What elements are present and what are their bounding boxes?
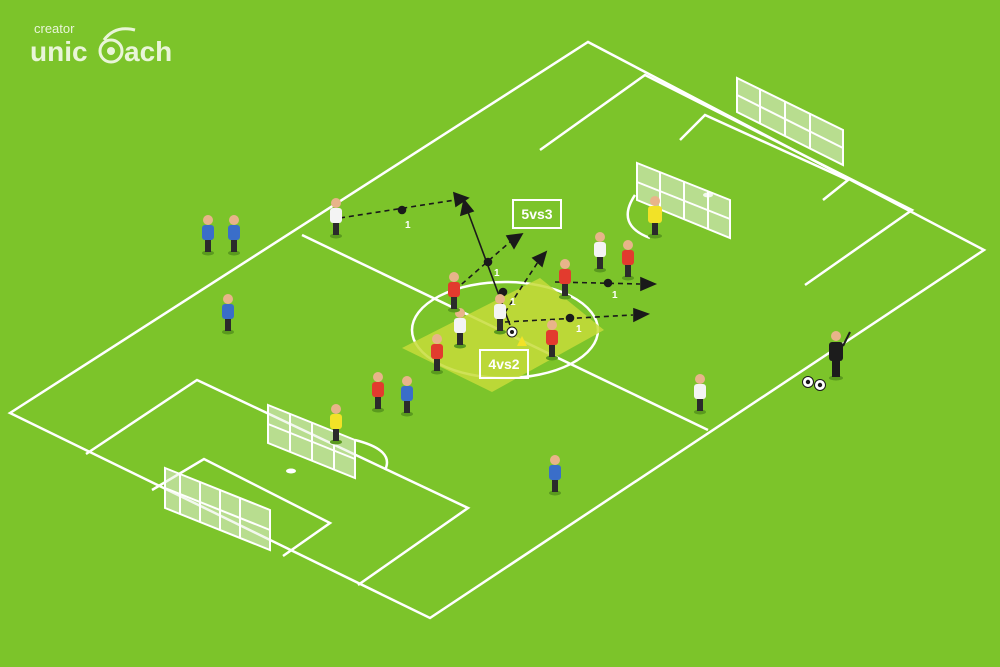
brand-logo: creator unic ach [30,21,172,67]
penalty-arc-far [626,194,651,240]
player-red [546,320,558,361]
goal-far-large [736,76,844,167]
player-blue [202,215,214,256]
player-blue [222,294,234,335]
goal-area-far [679,113,851,201]
pass-point [483,257,493,267]
pass-point [603,278,613,288]
player-red [431,334,443,375]
svg-text:5vs3: 5vs3 [521,206,552,222]
player-red [372,372,384,413]
pass-arrow-mid [454,241,511,291]
referee [829,331,851,381]
player-white [494,294,506,335]
svg-text:ach: ach [124,36,172,67]
ball [802,376,814,388]
svg-text:unic: unic [30,36,88,67]
svg-text:4vs2: 4vs2 [488,356,519,372]
ball [814,379,826,391]
ball [506,326,518,338]
goals [164,76,844,552]
arrow-head [633,307,651,323]
player-white [594,232,606,273]
label-5vs3: 5vs3 [512,199,562,229]
arrow-head [640,276,658,292]
goalkeeper-far [648,196,662,239]
pass-arrow-center [499,261,539,321]
balls [506,326,826,391]
label-4vs2: 4vs2 [479,349,529,379]
penalty-area-far [539,73,915,287]
inner-zone [402,278,604,392]
svg-text:creator: creator [34,21,75,36]
football-icon [98,27,136,64]
pass-number: 1 [612,290,618,301]
player-red [448,272,460,313]
pass-point [565,313,575,323]
pass-point [397,205,407,215]
goal-far-small [636,161,731,240]
penalty-spot-near [286,468,296,474]
player-blue [228,215,240,256]
player-blue [549,455,561,496]
arrow-head [459,198,475,217]
arrow-head [531,250,548,268]
player-red [622,240,634,281]
pass-number: 1 [494,268,500,279]
pass-number: 1 [510,297,516,308]
player-white [694,374,706,415]
arrow-head [453,191,470,208]
goal-near-large [164,466,271,552]
players [202,196,851,496]
arrow-head [505,232,524,250]
pass-number: 1 [405,220,411,231]
player-red [559,259,571,300]
penalty-arc-near [354,438,389,471]
goalkeeper-near [330,404,342,445]
cone-marker [517,336,527,346]
pass-number: 1 [576,324,582,335]
player-blue [401,376,413,417]
pass-arrow-left [339,199,456,219]
player-white [330,198,342,239]
